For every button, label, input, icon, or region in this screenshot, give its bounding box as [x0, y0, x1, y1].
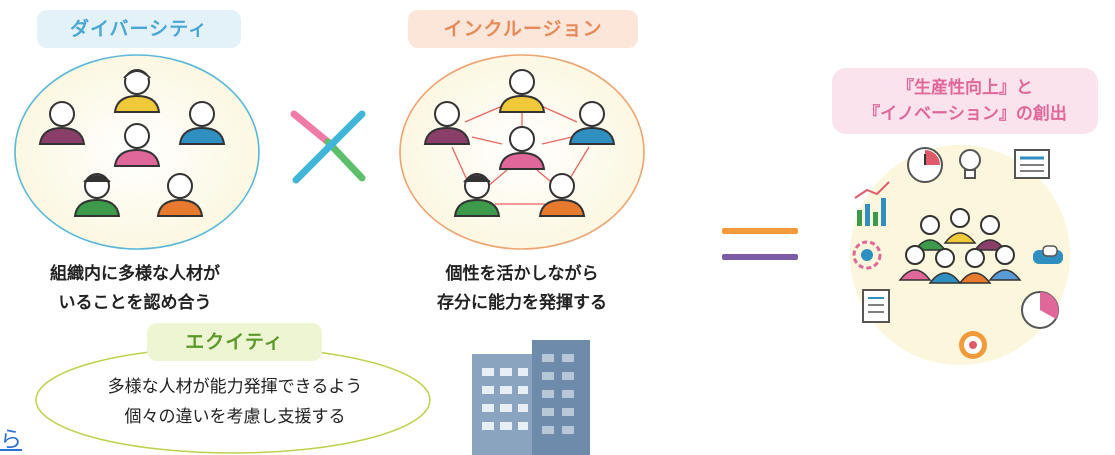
report-icon [862, 289, 890, 323]
equity-text: 多様な人材が能力発揮できるよう 個々の違いを考慮し支援する [40, 372, 430, 432]
diversity-title-pill: ダイバーシティ [37, 10, 241, 48]
bar-chart-icon [854, 181, 890, 226]
equals-operator-icon [722, 228, 798, 260]
gear-icon [852, 240, 882, 270]
diversity-caption-line2: いることを認め合う [58, 293, 212, 313]
inclusion-people [423, 69, 616, 217]
person-icon [113, 69, 161, 113]
diversity-caption-line1: 組織内に多様な人材が [50, 264, 220, 284]
person-icon [538, 173, 586, 217]
result-title-line1: 『生産性向上』と [897, 78, 1033, 98]
person-icon [178, 101, 226, 145]
pie-chart-icon [1021, 291, 1059, 329]
equity-text-line2: 個々の違いを考慮し支援する [124, 407, 346, 427]
equity-title-pill: エクイティ [147, 323, 322, 361]
clock-icon [907, 147, 943, 183]
inclusion-caption-line2: 存分に能力を発揮する [437, 293, 607, 313]
inclusion-title-pill: インクルージョン [408, 10, 638, 48]
office-building-icon [472, 340, 590, 455]
result-title-box: 『生産性向上』と 『イノベーション』の創出 [832, 68, 1098, 134]
target-icon [959, 331, 987, 359]
person-icon [113, 123, 161, 167]
person-icon [423, 101, 471, 145]
diversity-caption: 組織内に多様な人材が いることを認め合う [5, 260, 265, 318]
inclusion-caption-line1: 個性を活かしながら [445, 264, 599, 284]
partial-link[interactable]: ら [0, 428, 23, 453]
person-icon [38, 101, 86, 145]
person-icon [453, 173, 501, 217]
times-operator-icon [290, 110, 366, 184]
person-icon [498, 69, 546, 113]
document-icon [1014, 149, 1050, 179]
handshake-icon [1033, 245, 1063, 264]
person-icon [568, 101, 616, 145]
person-icon [156, 173, 204, 217]
person-icon [498, 126, 546, 170]
person-icon [73, 173, 121, 217]
celebrating-people-icon [898, 208, 1022, 284]
innovation-illustration [850, 145, 1070, 365]
lightbulb-icon [959, 149, 981, 179]
equity-text-line1: 多様な人材が能力発揮できるよう [107, 377, 363, 397]
result-title-line2: 『イノベーション』の創出 [863, 104, 1067, 124]
diversity-people [38, 69, 226, 217]
inclusion-caption: 個性を活かしながら 存分に能力を発揮する [392, 260, 652, 318]
